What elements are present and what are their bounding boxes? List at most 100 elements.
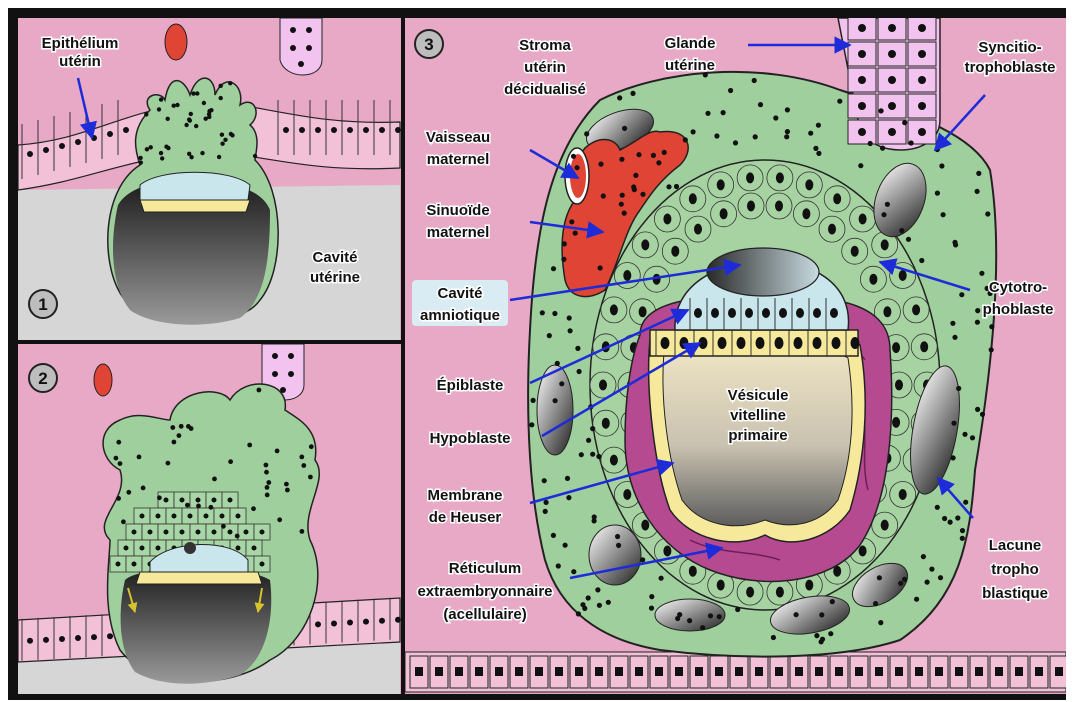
nucleus bbox=[879, 108, 884, 113]
cytotrophoblast-nucleus bbox=[746, 172, 754, 183]
nucleus bbox=[820, 637, 825, 642]
cytotrophoblast-nucleus bbox=[132, 530, 137, 535]
gland-nucleus bbox=[290, 27, 296, 33]
nucleus bbox=[662, 150, 667, 155]
nucleus bbox=[579, 452, 584, 457]
gland-nucleus bbox=[288, 353, 294, 359]
nucleus bbox=[164, 145, 168, 149]
nucleus bbox=[705, 111, 710, 116]
nucleus bbox=[562, 241, 567, 246]
epithelium-nucleus bbox=[895, 667, 903, 676]
cytotrophoblast-nucleus bbox=[124, 546, 129, 551]
epiblast-nucleus bbox=[813, 308, 821, 318]
gland-nucleus bbox=[888, 24, 896, 32]
nucleus bbox=[785, 107, 790, 112]
cytotrophoblast-nucleus bbox=[156, 514, 161, 519]
nucleus bbox=[566, 495, 571, 500]
label-reticulum-3: (acellulaire) bbox=[443, 606, 526, 623]
nucleus bbox=[771, 635, 776, 640]
gland-cells-3 bbox=[848, 16, 936, 144]
nucleus bbox=[229, 132, 233, 136]
cytotrophoblast-nucleus bbox=[881, 520, 889, 531]
nucleus bbox=[212, 477, 217, 482]
nucleus bbox=[962, 432, 967, 437]
epiblast-nucleus bbox=[745, 308, 753, 318]
epithelium-nucleus bbox=[975, 667, 983, 676]
epithelium-nucleus bbox=[955, 667, 963, 676]
nucleus bbox=[590, 426, 595, 431]
epithelium-nucleus bbox=[415, 667, 423, 676]
nucleus bbox=[189, 155, 193, 159]
nucleus bbox=[207, 115, 211, 119]
nucleus bbox=[683, 137, 688, 142]
gland-nucleus bbox=[272, 353, 278, 359]
nucleus bbox=[228, 459, 233, 464]
nucleus bbox=[898, 581, 903, 586]
nucleus bbox=[191, 91, 195, 95]
nucleus bbox=[816, 151, 821, 156]
nucleus bbox=[808, 131, 813, 136]
nucleus bbox=[728, 88, 733, 93]
gland-nucleus bbox=[858, 50, 866, 58]
cytotrophoblast-nucleus bbox=[899, 489, 907, 500]
epithelium-nucleus bbox=[795, 667, 803, 676]
cytotrophoblast-nucleus bbox=[180, 530, 185, 535]
nucleus bbox=[166, 117, 170, 121]
cytotrophoblast-nucleus bbox=[717, 580, 725, 591]
label-vesicule-3: primaire bbox=[728, 427, 787, 444]
nucleus bbox=[228, 81, 232, 85]
nucleus bbox=[733, 140, 738, 145]
nucleus bbox=[989, 324, 994, 329]
epithelium-nucleus bbox=[347, 620, 353, 626]
epithelium-nucleus bbox=[27, 638, 33, 644]
label-syncitio-1: Syncitio- bbox=[978, 39, 1041, 56]
nucleus bbox=[708, 613, 713, 618]
cytotrophoblast-nucleus bbox=[892, 417, 900, 428]
nucleus bbox=[569, 219, 574, 224]
cytotrophoblast-nucleus bbox=[260, 562, 265, 567]
cytotrophoblast-nucleus bbox=[244, 530, 249, 535]
nucleus bbox=[880, 146, 885, 151]
gland-nucleus bbox=[918, 24, 926, 32]
nucleus bbox=[622, 211, 627, 216]
nucleus bbox=[935, 191, 940, 196]
nucleus bbox=[195, 91, 199, 95]
nucleus bbox=[636, 152, 641, 157]
gland-nucleus bbox=[306, 27, 312, 33]
maternal-vessel bbox=[165, 24, 187, 60]
nucleus bbox=[219, 84, 223, 88]
nucleus bbox=[902, 577, 907, 582]
hypoblast bbox=[140, 200, 250, 212]
epithelium-nucleus bbox=[635, 667, 643, 676]
epithelium-nucleus bbox=[1015, 667, 1023, 676]
nucleus bbox=[938, 575, 943, 580]
cytotrophoblast-nucleus bbox=[204, 514, 209, 519]
epithelium-nucleus bbox=[379, 127, 385, 133]
cytotrophoblast-nucleus bbox=[775, 201, 783, 212]
nucleus bbox=[116, 496, 121, 501]
cytotrophoblast-nucleus bbox=[689, 566, 697, 577]
label-glande-1: Glande bbox=[665, 35, 716, 52]
nucleus bbox=[939, 163, 944, 168]
epithelium-nucleus bbox=[315, 621, 321, 627]
nucleus bbox=[251, 506, 256, 511]
nucleus bbox=[980, 412, 985, 417]
cytotrophoblast-nucleus bbox=[228, 498, 233, 503]
label-vaisseau-1: Vaisseau bbox=[426, 129, 490, 146]
nucleus bbox=[691, 129, 696, 134]
nucleus bbox=[675, 616, 680, 621]
epiblast-nucleus bbox=[694, 308, 702, 318]
nucleus bbox=[114, 456, 119, 461]
cytotrophoblast-nucleus bbox=[912, 304, 920, 315]
nucleus bbox=[929, 567, 934, 572]
epithelium-nucleus bbox=[835, 667, 843, 676]
nucleus bbox=[649, 594, 654, 599]
nucleus bbox=[960, 536, 965, 541]
epiblast-nucleus bbox=[728, 308, 736, 318]
cytotrophoblast-nucleus bbox=[717, 179, 725, 190]
nucleus bbox=[575, 346, 580, 351]
nucleus bbox=[573, 231, 578, 236]
nucleus bbox=[753, 134, 758, 139]
nucleus bbox=[584, 131, 589, 136]
nucleus bbox=[170, 425, 175, 430]
